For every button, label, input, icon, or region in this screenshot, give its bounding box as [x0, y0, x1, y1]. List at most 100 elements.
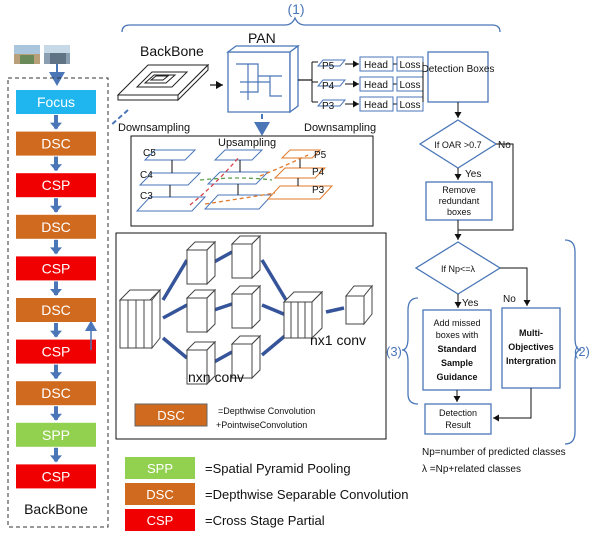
backbone-block-label: DSC [41, 136, 71, 152]
section-label-2: (2) [574, 344, 590, 359]
legend-label: CSP [147, 513, 174, 528]
multi-line-3: Intergration [506, 356, 556, 366]
add-missed-line-4: Sample [441, 358, 473, 368]
detection-boxes-label: Detection Boxes [422, 64, 495, 75]
detection-result-line-2: Result [445, 420, 471, 430]
multi-line-2: Objectives [508, 342, 554, 352]
multi-objectives-node [501, 307, 561, 389]
no-label-2: No [503, 294, 516, 305]
backbone-container [7, 77, 109, 528]
single-conv-blocks [185, 234, 262, 386]
brace-section-1 [121, 16, 501, 33]
remove-boxes-node [425, 181, 493, 221]
pan-3d-block [226, 44, 300, 114]
backbone-flow-arrowhead [50, 122, 62, 130]
backbone-block-label: CSP [42, 177, 71, 193]
legend-swatch-csp [125, 509, 195, 531]
backbone-block-csp [16, 256, 96, 281]
backbone-block-csp [16, 173, 96, 198]
backbone-block-label: CSP [42, 344, 71, 360]
dsc-panel-label: DSC [157, 408, 184, 423]
p5-grid-label: P5 [314, 150, 327, 161]
backbone-top-label: BackBone [140, 43, 204, 59]
pan-label: PAN [248, 30, 276, 46]
p4-grid-label: P4 [312, 167, 325, 178]
p-level-label: P3 [322, 101, 335, 112]
backbone-block-csp [16, 464, 96, 489]
remove-line-2: redundant [439, 196, 480, 206]
p-level-label: P4 [322, 81, 335, 92]
backbone-flow-arrowhead [50, 205, 62, 213]
legend: SPP=Spatial Pyramid PoolingDSC=Depthwise… [125, 457, 408, 531]
c3-label: C3 [140, 191, 153, 202]
backbone-block-label: DSC [41, 302, 71, 318]
backbone-flow-arrowhead [50, 372, 62, 380]
head-label: Head [364, 80, 388, 91]
backbone-flow-arrowhead [50, 164, 62, 172]
dsc-panel-box [134, 403, 208, 427]
legend-description: =Depthwise Separable Convolution [205, 487, 408, 502]
backbone-flow-arrowhead [50, 289, 62, 296]
dsc-desc-line2: +PointwiseConvolution [216, 420, 307, 430]
backbone-block-label: SPP [42, 427, 70, 443]
yes-label-1: Yes [465, 169, 481, 180]
detection-result-line-1: Detection [439, 408, 477, 418]
backbone-flow-arrowhead [50, 455, 62, 463]
backbone-block-label: DSC [41, 385, 71, 401]
backbone-block-spp [16, 422, 96, 447]
c4-label: C4 [140, 170, 153, 181]
backbone-block-csp [16, 339, 96, 364]
legend-description: =Spatial Pyramid Pooling [205, 461, 351, 476]
remove-line-1: Remove [442, 185, 476, 195]
detection-result-node [424, 403, 492, 435]
dsc-desc-line1: =Depthwise Convolution [218, 406, 315, 416]
detection-boxes-node [427, 51, 489, 103]
np-condition-label: If Np<=λ [441, 264, 476, 274]
legend-description: =Cross Stage Partial [205, 513, 325, 528]
bracket-section-2 [564, 239, 582, 445]
section-label-3: (3) [386, 344, 402, 359]
backbone-block-dsc [16, 298, 96, 322]
nx1-conv-label: nx1 conv [310, 332, 366, 348]
add-missed-line-3: Standard [437, 344, 476, 354]
backbone-3d-block [116, 63, 210, 102]
conv-block-graph [118, 234, 374, 386]
backbone-flow-arrowhead [50, 330, 62, 338]
legend-swatch-dsc [125, 483, 195, 505]
loss-label: Loss [399, 100, 420, 111]
input-image-thumbnail [14, 45, 70, 64]
bracket-section-3 [401, 297, 419, 405]
remove-line-3: boxes [447, 207, 472, 217]
backbone-caption: BackBone [24, 501, 88, 517]
p3-grid-label: P3 [312, 185, 325, 196]
p-level-label: P5 [322, 61, 335, 72]
loss-label: Loss [399, 60, 420, 71]
add-missed-line-2: boxes with [436, 330, 479, 340]
backbone-block-dsc [16, 381, 96, 406]
note-lambda: λ =Np+related classes [422, 464, 521, 475]
yes-label-2: Yes [462, 298, 478, 309]
pyramid-planes [135, 149, 334, 212]
nxn-conv-label: nxn conv [188, 369, 244, 385]
no-label-1: No [498, 140, 511, 151]
backbone-block-label: Focus [37, 94, 75, 110]
backbone-block-label: CSP [42, 260, 71, 276]
legend-swatch-spp [125, 457, 195, 479]
note-np: Np=number of predicted classes [422, 447, 566, 458]
add-missed-line-5: Guidance [436, 372, 477, 382]
backbone-flow-arrowhead [50, 247, 62, 255]
c5-label: C5 [143, 148, 156, 159]
loss-label: Loss [399, 80, 420, 91]
head-label: Head [364, 60, 388, 71]
backbone-block-dsc [16, 214, 96, 239]
add-missed-line-1: Add missed [433, 318, 480, 328]
backbone-block-label: CSP [42, 468, 71, 484]
legend-label: DSC [146, 487, 173, 502]
backbone-block-focus [16, 90, 96, 114]
backbone-flow-arrowhead [50, 413, 62, 421]
loss-box [396, 96, 424, 112]
oar-condition-label: If OAR >0.7 [434, 140, 481, 150]
